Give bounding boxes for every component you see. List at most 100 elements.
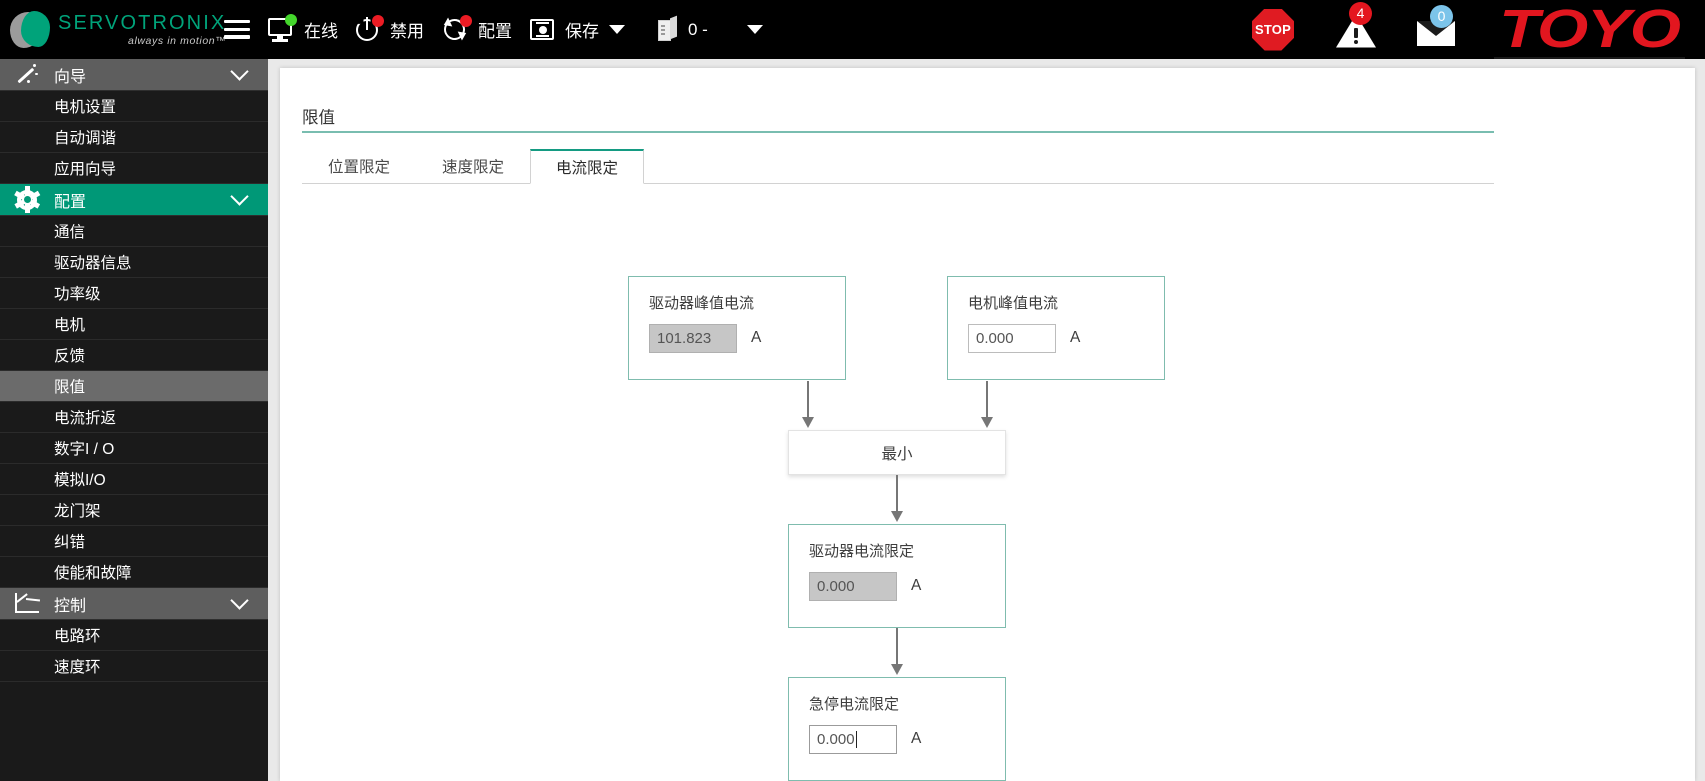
- sidebar-item-label: 电流折返: [54, 410, 117, 427]
- sidebar-section-label-control: 控制: [54, 597, 87, 615]
- chevron-down-icon[interactable]: [230, 187, 249, 206]
- title-divider: [302, 131, 1494, 133]
- tab-label: 电流限定: [556, 160, 619, 177]
- sidebar-item-label: 使能和故障: [54, 565, 132, 582]
- save-icon: [530, 18, 556, 42]
- sidebar-section-control[interactable]: 控制: [0, 588, 268, 620]
- online-status-dot: [285, 14, 297, 26]
- chart-icon: [0, 592, 54, 615]
- tab-label: 位置限定: [328, 158, 391, 176]
- sidebar-item-digital-io[interactable]: 数字I / O: [0, 433, 268, 464]
- sidebar-item-power-stage[interactable]: 功率级: [0, 278, 268, 309]
- sidebar-item-label: 自动调谐: [54, 130, 117, 147]
- sidebar-item-application-wizard[interactable]: 应用向导: [0, 153, 268, 184]
- tab-velocity-limits[interactable]: 速度限定: [416, 148, 530, 183]
- sidebar-item-enable-and-fault[interactable]: 使能和故障: [0, 557, 268, 588]
- node-drive-peak-current: 驱动器峰值电流 101.823 A: [628, 276, 846, 380]
- config-status-dot: [460, 15, 472, 27]
- sidebar-item-error-correction[interactable]: 纠错: [0, 526, 268, 557]
- drive-current-limit-value: 0.000: [817, 578, 855, 595]
- text-cursor: [855, 731, 858, 748]
- tab-bar: 位置限定 速度限定 电流限定: [302, 148, 1494, 184]
- sidebar-item-motor[interactable]: 电机: [0, 309, 268, 340]
- drive-current-limit-input[interactable]: 0.000: [809, 572, 897, 601]
- tab-label: 速度限定: [442, 158, 505, 176]
- refresh-icon: [439, 14, 472, 45]
- online-status-button[interactable]: 在线: [259, 0, 347, 59]
- save-label: 保存: [565, 22, 599, 41]
- motor-peak-current-unit: A: [1070, 329, 1081, 346]
- sidebar-item-motor-setup[interactable]: 电机设置: [0, 91, 268, 122]
- sidebar-item-current-loop[interactable]: 电路环: [0, 620, 268, 651]
- minimum-label: 最小: [881, 445, 913, 463]
- drive-icon: [657, 15, 679, 43]
- sidebar-item-analog-io[interactable]: 模拟I/O: [0, 464, 268, 495]
- power-status-dot: [372, 15, 384, 27]
- sidebar-item-label: 驱动器信息: [54, 255, 132, 272]
- sidebar-item-autotune[interactable]: 自动调谐: [0, 122, 268, 153]
- tab-current-limits[interactable]: 电流限定: [530, 149, 645, 184]
- current-limits-flow-diagram: 驱动器峰值电流 101.823 A 电机峰值电流 0.000 A 最小: [280, 184, 1695, 781]
- drive-chevron-down-icon[interactable]: [746, 25, 763, 34]
- servotronix-logo: SERVOTRONIX always in motion™: [0, 0, 226, 59]
- sidebar-item-label: 速度环: [54, 659, 101, 676]
- emergency-stop-button[interactable]: STOP: [1243, 0, 1303, 59]
- tab-position-limits[interactable]: 位置限定: [302, 148, 416, 183]
- drive-peak-current-input[interactable]: 101.823: [649, 324, 737, 353]
- sidebar-item-label: 龙门架: [54, 503, 101, 520]
- brand-tagline: always in motion™: [128, 34, 227, 47]
- sidebar-item-label: 电机: [54, 317, 86, 334]
- gear-icon: [0, 186, 54, 213]
- motor-peak-current-input[interactable]: 0.000: [968, 324, 1056, 353]
- content-panel: 限值 位置限定 速度限定 电流限定 驱动器峰值电流 101.823 A 电机峰值…: [280, 68, 1695, 781]
- drive-peak-current-value: 101.823: [657, 330, 712, 347]
- hamburger-menu-icon: [224, 20, 250, 39]
- node-estop-current-limit: 急停电流限定 0.000 A: [788, 677, 1006, 781]
- disable-label: 禁用: [390, 22, 424, 41]
- sidebar-item-label: 功率级: [54, 286, 101, 303]
- sidebar-item-label: 数字I / O: [54, 441, 115, 458]
- sidebar-item-limits[interactable]: 限值: [0, 371, 268, 402]
- stop-label: STOP: [1255, 22, 1291, 37]
- sidebar-section-label-wizard: 向导: [54, 68, 87, 86]
- sidebar-section-wizard[interactable]: 向导: [0, 59, 268, 91]
- sidebar-item-drive-info[interactable]: 驱动器信息: [0, 247, 268, 278]
- configuration-button[interactable]: 配置: [433, 0, 521, 59]
- motor-peak-current-value: 0.000: [976, 330, 1014, 347]
- servotronix-leaf-icon: [10, 10, 52, 50]
- chevron-down-icon[interactable]: [230, 591, 249, 610]
- sidebar-item-label: 通信: [54, 224, 86, 241]
- mail-icon: 0: [1416, 4, 1456, 46]
- sidebar-item-velocity-loop[interactable]: 速度环: [0, 651, 268, 682]
- sidebar-item-label: 反馈: [54, 348, 86, 365]
- mail-count-badge: 0: [1430, 4, 1453, 28]
- drive-current-limit-label: 驱动器电流限定: [809, 543, 915, 560]
- sidebar-item-communication[interactable]: 通信: [0, 216, 268, 247]
- sidebar-item-label: 模拟I/O: [54, 472, 106, 489]
- stop-icon: STOP: [1252, 8, 1294, 51]
- hamburger-menu-button[interactable]: [215, 0, 259, 59]
- chevron-down-icon[interactable]: [230, 62, 249, 81]
- drive-current-limit-unit: A: [911, 577, 922, 594]
- top-toolbar: SERVOTRONIX always in motion™ 在线 禁用 配置: [0, 0, 1705, 59]
- sidebar-item-gantry[interactable]: 龙门架: [0, 495, 268, 526]
- save-chevron-down-icon[interactable]: [609, 25, 625, 34]
- motor-peak-current-label: 电机峰值电流: [968, 295, 1059, 312]
- save-button[interactable]: 保存: [521, 0, 634, 59]
- sidebar-item-feedback[interactable]: 反馈: [0, 340, 268, 371]
- drive-peak-current-label: 驱动器峰值电流: [649, 295, 755, 312]
- drive-dropdown-button[interactable]: [733, 0, 777, 59]
- sidebar-item-label: 限值: [54, 379, 86, 396]
- messages-button[interactable]: 0: [1407, 0, 1465, 59]
- monitor-icon: [268, 14, 297, 42]
- disable-drive-button[interactable]: 禁用: [347, 0, 433, 59]
- drive-selector-button[interactable]: 0 -: [648, 0, 717, 59]
- sidebar-section-label-configuration: 配置: [54, 193, 87, 211]
- estop-current-limit-input[interactable]: 0.000: [809, 725, 897, 754]
- warnings-button[interactable]: 4: [1327, 0, 1385, 59]
- sidebar-item-label: 应用向导: [54, 161, 117, 178]
- sidebar-item-current-foldback[interactable]: 电流折返: [0, 402, 268, 433]
- sidebar-section-configuration[interactable]: 配置: [0, 184, 268, 216]
- drive-label: 0 -: [688, 19, 708, 39]
- node-motor-peak-current: 电机峰值电流 0.000 A: [947, 276, 1165, 380]
